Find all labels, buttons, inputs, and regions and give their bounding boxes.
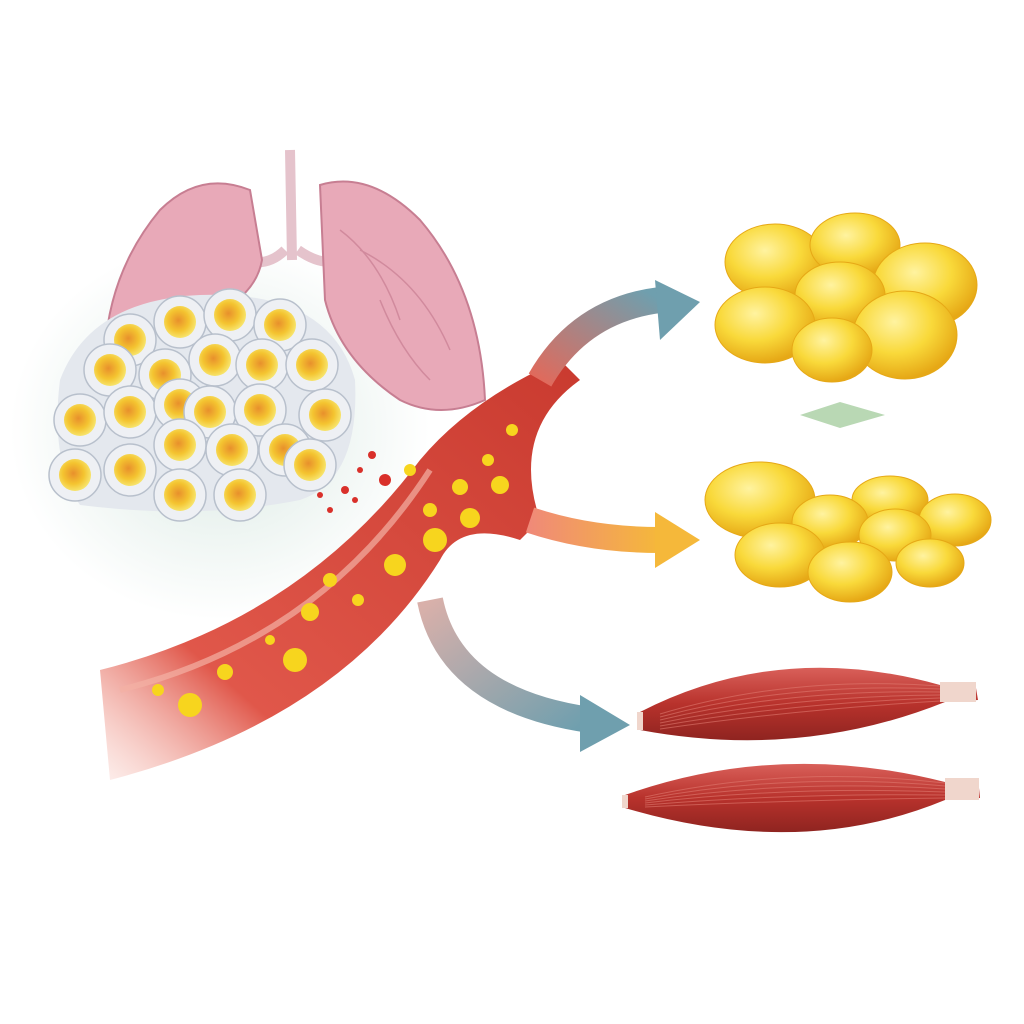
cell-nucleus — [214, 299, 246, 331]
cell-nucleus — [264, 309, 296, 341]
muscle-fiber-bottom — [622, 763, 980, 833]
striation — [659, 683, 941, 715]
fat-cell — [807, 541, 893, 603]
cell-nucleus — [224, 479, 256, 511]
striation — [659, 694, 941, 724]
striation — [644, 780, 946, 800]
blood-droplet — [327, 507, 333, 513]
arrow-to-middle-fat — [525, 507, 700, 568]
cell-nucleus — [244, 394, 276, 426]
fat-particle — [283, 648, 307, 672]
arrow-to-top-fat — [528, 280, 700, 387]
fat-particle — [482, 454, 494, 466]
cell-nucleus — [164, 306, 196, 338]
cell-nucleus — [114, 454, 146, 486]
cell-nucleus — [194, 396, 226, 428]
fat-particle — [404, 464, 416, 476]
cell-nucleus — [216, 434, 248, 466]
muscle-fiber-top — [637, 667, 978, 741]
fat-cell — [791, 317, 873, 383]
cell-nucleus — [114, 396, 146, 428]
striation — [659, 687, 941, 718]
fat-particle — [460, 508, 480, 528]
fat-particle — [178, 693, 202, 717]
double-arrow-icon — [800, 402, 885, 428]
blood-droplet — [357, 467, 363, 473]
fat-particle — [352, 594, 364, 606]
tumor-cell-cluster — [48, 288, 356, 522]
striation — [659, 691, 941, 721]
cell-nucleus — [64, 404, 96, 436]
fat-particle — [217, 664, 233, 680]
striation — [644, 794, 946, 806]
fat-particle — [384, 554, 406, 576]
fat-particle — [323, 573, 337, 587]
cell-nucleus — [164, 429, 196, 461]
fat-cell-cluster-middle — [704, 461, 992, 603]
cell-nucleus — [246, 349, 278, 381]
cell-nucleus — [296, 349, 328, 381]
fat-particle — [152, 684, 164, 696]
blood-droplet — [352, 497, 358, 503]
arrow-to-muscle — [417, 597, 630, 752]
striation — [644, 785, 946, 802]
fat-cell — [852, 290, 958, 380]
fat-particle — [423, 528, 447, 552]
cell-nucleus — [59, 459, 91, 491]
cell-nucleus — [94, 354, 126, 386]
muscle-striations — [644, 683, 946, 808]
fat-cell-cluster-top — [714, 212, 978, 383]
fat-particle — [301, 603, 319, 621]
fat-particle — [452, 479, 468, 495]
blood-droplet — [341, 486, 349, 494]
striation — [659, 697, 941, 727]
cell-nucleus — [309, 399, 341, 431]
cell-nucleus — [199, 344, 231, 376]
blood-droplet — [368, 451, 376, 459]
fat-particle — [491, 476, 509, 494]
blood-droplet — [379, 474, 391, 486]
striation — [659, 700, 941, 730]
fat-particle — [423, 503, 437, 517]
fat-particle — [506, 424, 518, 436]
striation — [644, 776, 946, 798]
striation — [644, 797, 946, 808]
striation — [644, 789, 946, 804]
particles — [152, 424, 518, 717]
fat-particle — [265, 635, 275, 645]
cell-nucleus — [294, 449, 326, 481]
cell-nucleus — [164, 479, 196, 511]
blood-droplet — [317, 492, 323, 498]
fat-cell — [895, 538, 965, 588]
